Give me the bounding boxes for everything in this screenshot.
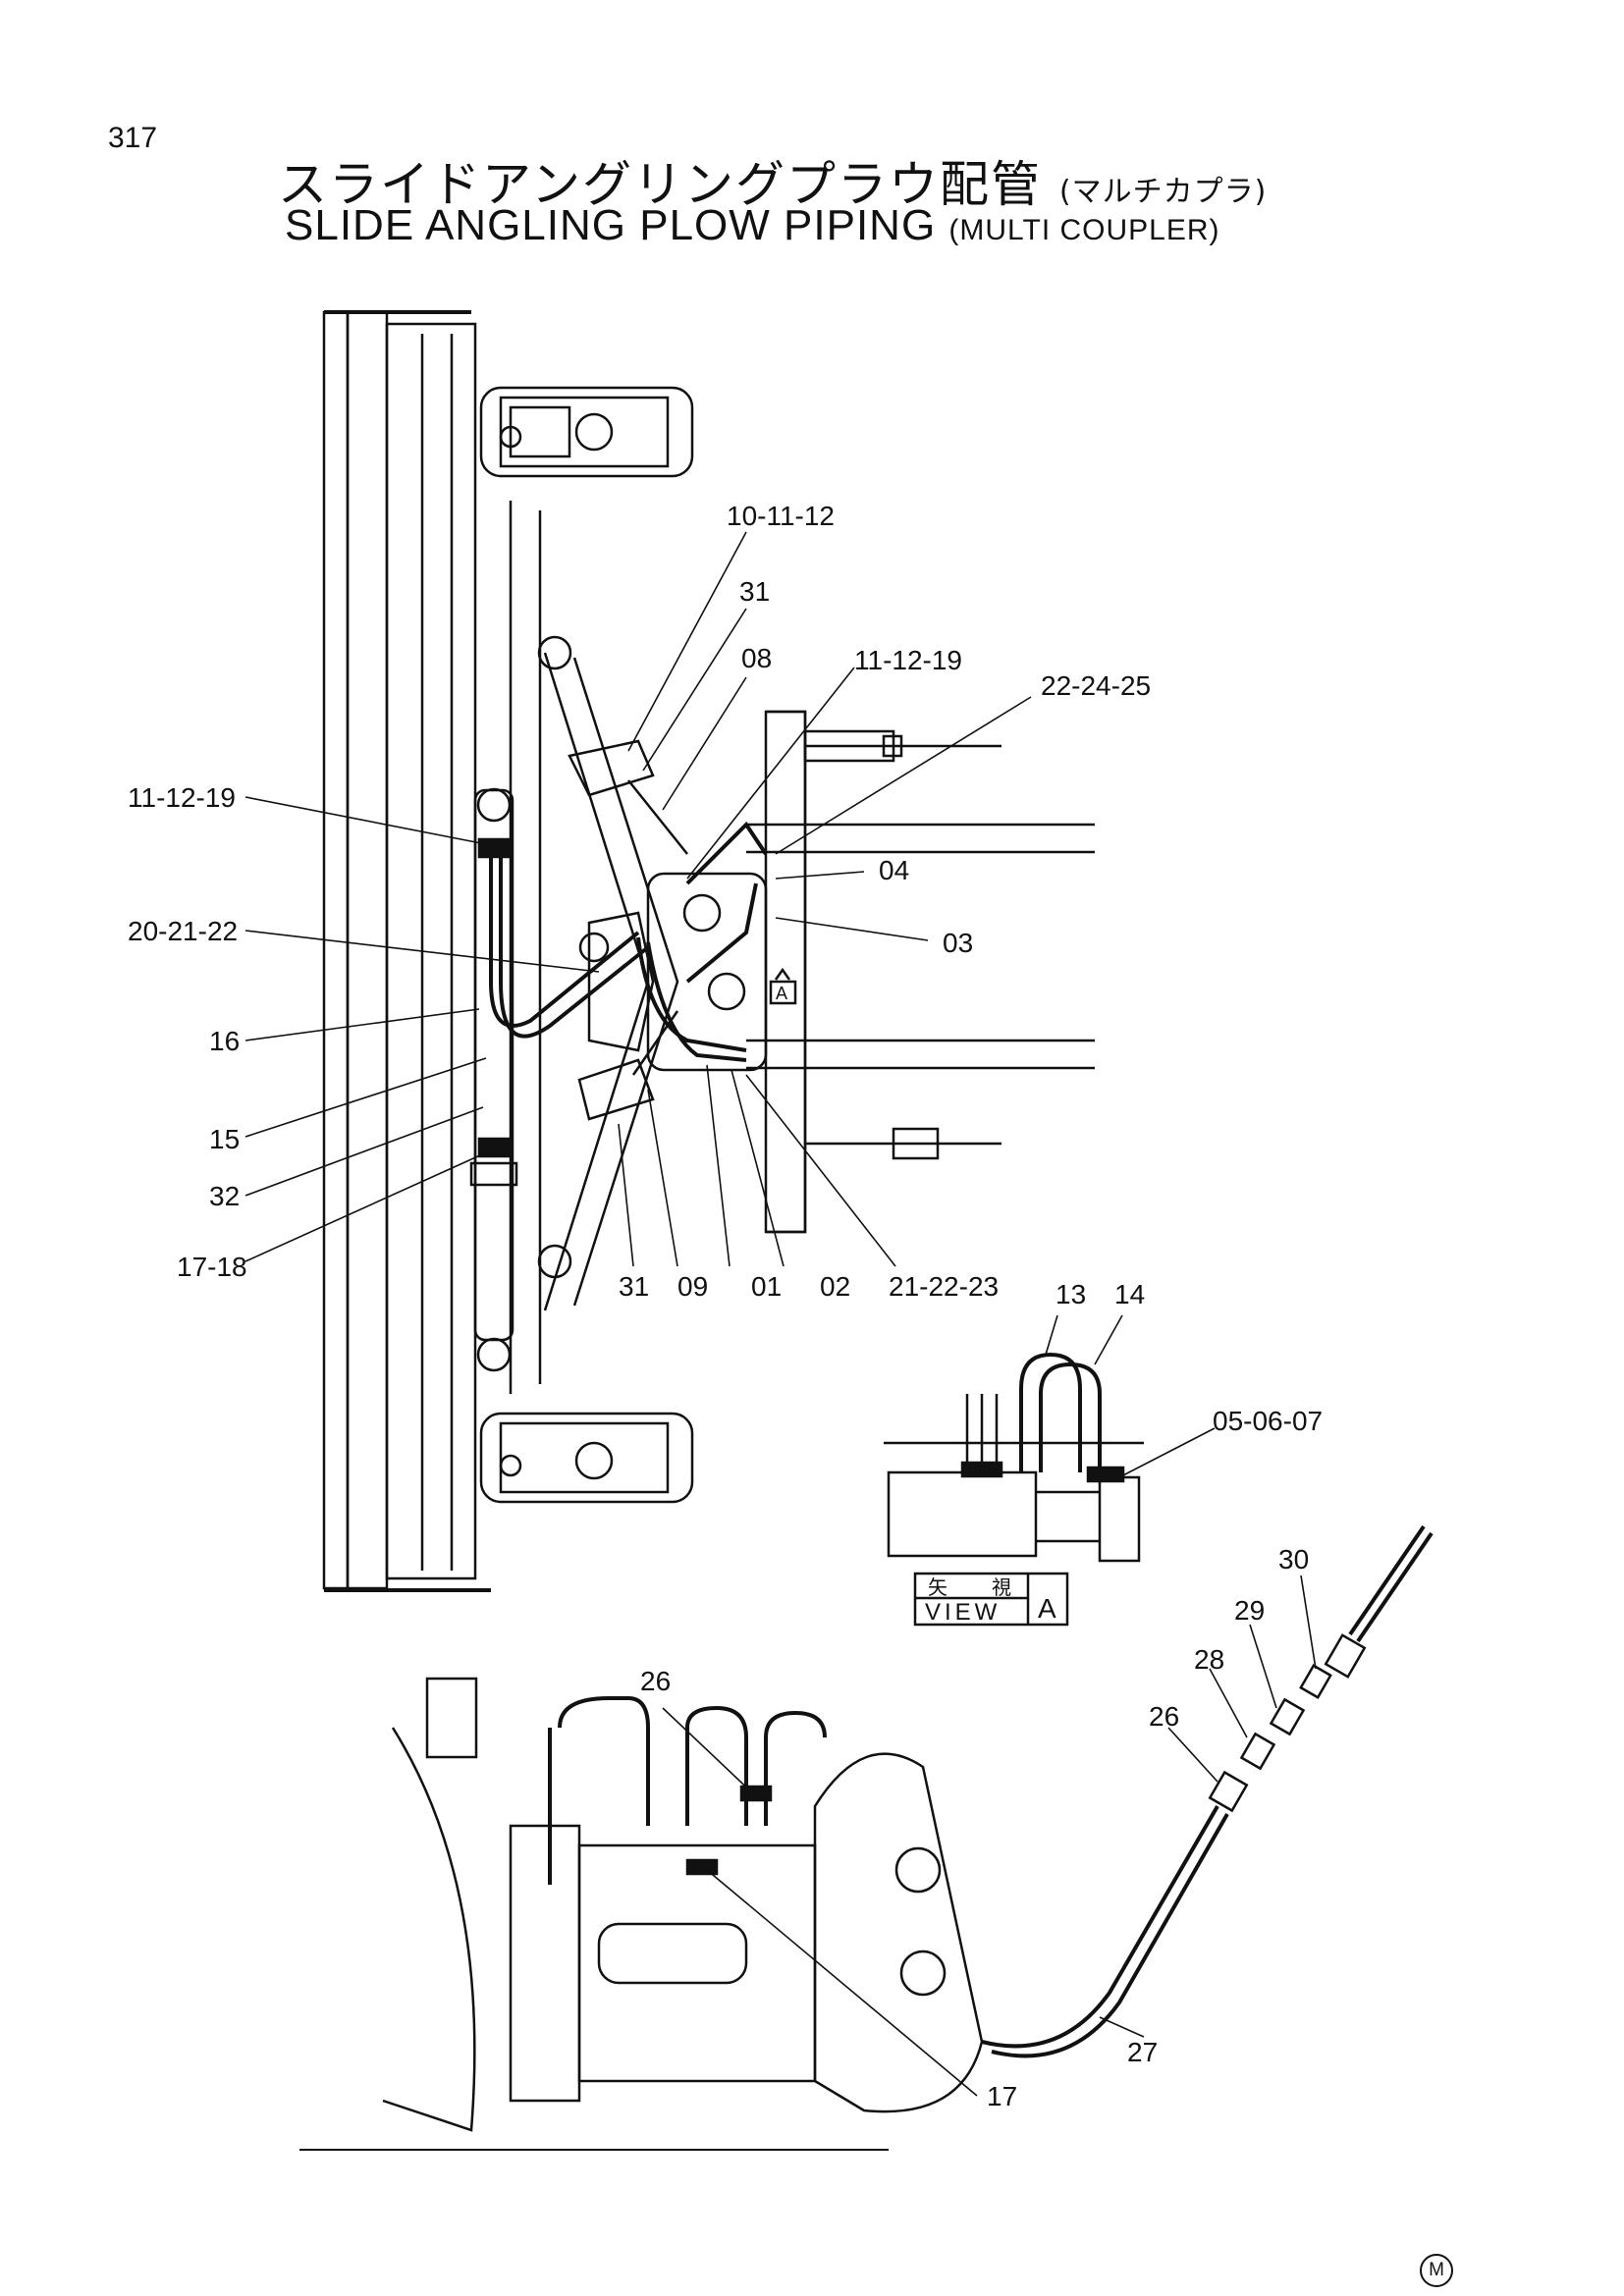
callout-label: 11-12-19 bbox=[128, 782, 236, 813]
callout-label: 08 bbox=[741, 643, 772, 673]
view-a-label: VIEW bbox=[925, 1599, 1001, 1626]
leader-lines bbox=[244, 531, 1317, 2097]
view-a-kanji-1: 矢 bbox=[928, 1575, 947, 1599]
callout-label: 17-18 bbox=[177, 1252, 247, 1282]
callout-label: 32 bbox=[209, 1181, 240, 1211]
view-a-drawing bbox=[884, 1352, 1144, 1627]
callout-label: 05-06-07 bbox=[1213, 1406, 1323, 1436]
callout-label: 16 bbox=[209, 1026, 240, 1056]
view-a-arrow-label: A bbox=[776, 984, 787, 1003]
callout-label: 26 bbox=[1149, 1701, 1179, 1732]
title-japanese-main: スライドアングリングプラウ配管 bbox=[278, 156, 1042, 213]
callout-label: 27 bbox=[1127, 2037, 1158, 2067]
title-english-main: SLIDE ANGLING PLOW PIPING bbox=[285, 201, 937, 249]
callout-label: 04 bbox=[879, 855, 909, 885]
title-japanese: スライドアングリングプラウ配管 (マルチカプラ) bbox=[278, 145, 1267, 216]
side-view-drawing bbox=[299, 1524, 1434, 2151]
callout-label: 31 bbox=[619, 1271, 649, 1302]
callout-label: 02 bbox=[820, 1271, 850, 1302]
callout-label: 17 bbox=[987, 2081, 1017, 2111]
callout-label: 13 bbox=[1056, 1279, 1086, 1309]
callout-label: 15 bbox=[209, 1124, 240, 1154]
callout-label: 01 bbox=[751, 1271, 782, 1302]
title-japanese-sub: (マルチカプラ) bbox=[1058, 175, 1268, 209]
callout-label: 14 bbox=[1114, 1279, 1145, 1309]
callout-label: 28 bbox=[1194, 1644, 1224, 1675]
callout-label: 22-24-25 bbox=[1041, 670, 1151, 701]
callout-label: 30 bbox=[1278, 1544, 1309, 1575]
callout-label: 31 bbox=[739, 576, 770, 607]
top-view-drawing: A bbox=[322, 310, 1095, 1592]
callout-label: 03 bbox=[943, 928, 973, 958]
m-mark: M bbox=[1420, 2254, 1453, 2287]
callout-labels: 10-11-12 31 08 11-12-19 22-24-25 11-12-1… bbox=[128, 501, 1323, 2111]
title-english: SLIDE ANGLING PLOW PIPING (MULTI COUPLER… bbox=[285, 201, 1220, 250]
callout-label: 21-22-23 bbox=[889, 1271, 999, 1302]
callout-label: 11-12-19 bbox=[854, 645, 962, 675]
callout-label: 26 bbox=[640, 1666, 671, 1696]
page-number: 317 bbox=[108, 122, 158, 154]
callout-label: 20-21-22 bbox=[128, 916, 238, 946]
callout-label: 10-11-12 bbox=[727, 501, 835, 531]
view-a-letter: A bbox=[1038, 1593, 1056, 1624]
title-english-sub: (MULTI COUPLER) bbox=[948, 214, 1220, 246]
callout-label: 29 bbox=[1234, 1595, 1265, 1626]
callout-label: 09 bbox=[677, 1271, 708, 1302]
view-a-kanji-2: 視 bbox=[992, 1575, 1011, 1599]
